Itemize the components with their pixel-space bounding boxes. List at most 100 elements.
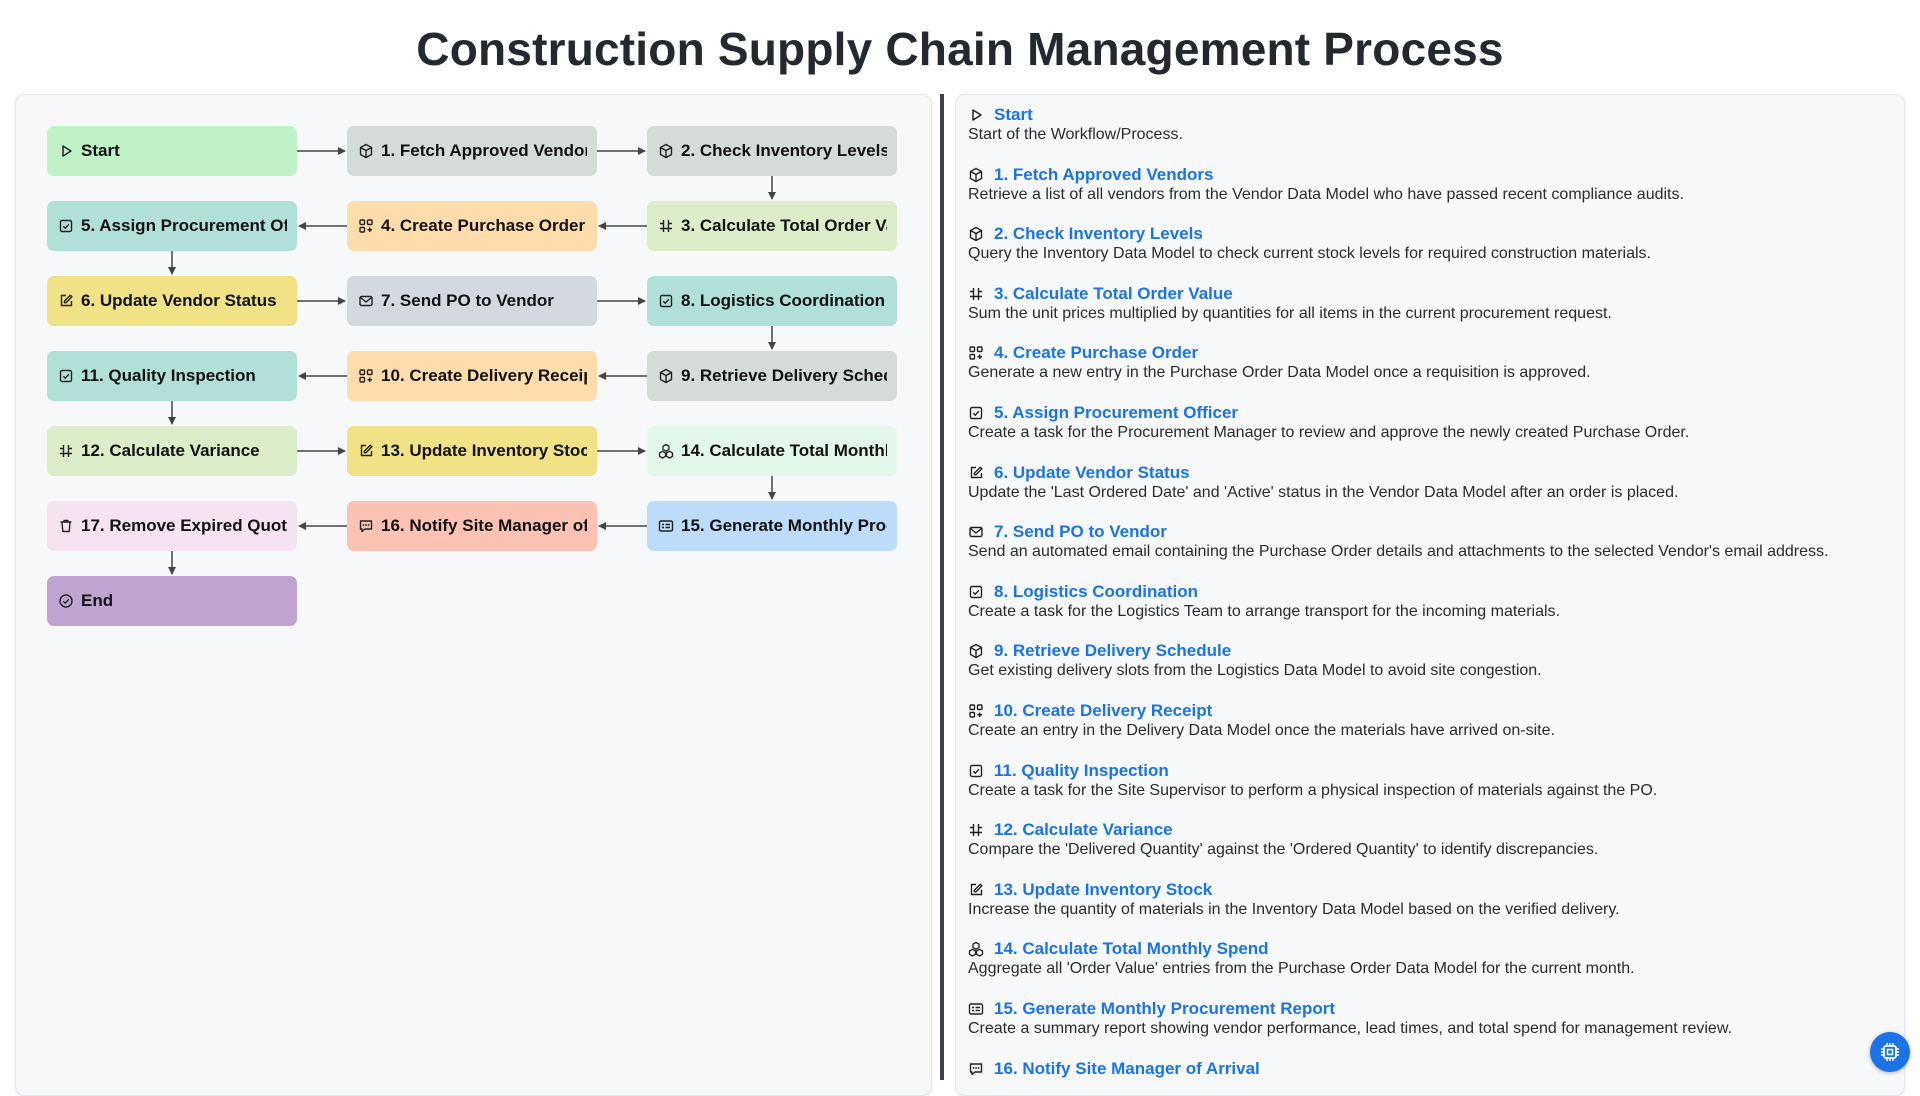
play-icon [58, 143, 74, 159]
play-icon [968, 107, 984, 123]
checkbox-icon [658, 293, 674, 309]
flow-node-n5[interactable]: 5. Assign Procurement Officer [47, 201, 297, 251]
description-title-link[interactable]: 2. Check Inventory Levels [994, 224, 1203, 244]
checkbox-icon [968, 405, 984, 421]
flow-node-n1[interactable]: 1. Fetch Approved Vendors [347, 126, 597, 176]
description-title-link[interactable]: 8. Logistics Coordination [994, 581, 1199, 601]
description-header: 13. Update Inventory Stock [968, 880, 1620, 900]
description-title-link[interactable]: 15. Generate Monthly Procurement Report [994, 999, 1336, 1018]
checkbox-icon [58, 218, 74, 234]
description-header: 4. Create Purchase Order [968, 343, 1591, 363]
description-header: 2. Check Inventory Levels [968, 224, 1651, 244]
flow-node-label: Start [81, 141, 120, 160]
flow-node-label: 5. Assign Procurement Officer [81, 216, 287, 235]
cubes-icon [968, 941, 984, 958]
flow-node-label: 2. Check Inventory Levels [681, 141, 887, 160]
page-title: Construction Supply Chain Management Pro… [416, 23, 1504, 75]
description-text: Get existing delivery slots from the Log… [968, 662, 1542, 680]
apps-add-icon [358, 218, 374, 234]
description-header: 15. Generate Monthly Procurement Report [968, 999, 1732, 1019]
flow-node-n15[interactable]: 15. Generate Monthly Procurement Report [647, 501, 897, 551]
flow-node-label: 3. Calculate Total Order Value [681, 216, 887, 235]
flow-node-end[interactable]: End [47, 576, 297, 626]
cube-icon [968, 226, 984, 242]
cube-icon [968, 167, 984, 183]
cube-icon [658, 143, 674, 159]
flow-node-n3[interactable]: 3. Calculate Total Order Value [647, 201, 897, 251]
grid-hash-icon [658, 218, 674, 234]
cube-icon [968, 643, 984, 659]
flow-node-label: 8. Logistics Coordination [681, 291, 886, 310]
flow-node-n2[interactable]: 2. Check Inventory Levels [647, 126, 897, 176]
description-title-link[interactable]: 11. Quality Inspection [994, 760, 1169, 780]
panel-divider[interactable] [940, 94, 944, 1080]
flow-node-n14[interactable]: 14. Calculate Total Monthly Spend [647, 426, 897, 476]
flow-node-n7[interactable]: 7. Send PO to Vendor [347, 276, 597, 326]
description-title-link[interactable]: 3. Calculate Total Order Value [994, 283, 1233, 303]
description-title-link[interactable]: 13. Update Inventory Stock [994, 879, 1213, 899]
description-title-link[interactable]: 10. Create Delivery Receipt [994, 701, 1213, 720]
description-title-link[interactable]: 1. Fetch Approved Vendors [994, 164, 1214, 184]
description-title-link[interactable]: 6. Update Vendor Status [994, 462, 1190, 482]
description-text: Send an automated email containing the P… [968, 543, 1829, 561]
flow-node-label: 12. Calculate Variance [81, 441, 260, 460]
flow-node-label: 1. Fetch Approved Vendors [381, 141, 587, 160]
report-icon [658, 518, 674, 534]
flow-node-n8[interactable]: 8. Logistics Coordination [647, 276, 897, 326]
description-title-link[interactable]: 4. Create Purchase Order [994, 343, 1199, 363]
flow-node-n13[interactable]: 13. Update Inventory Stock [347, 426, 597, 476]
description-header: 10. Create Delivery Receipt [968, 701, 1555, 721]
description-header: Start [968, 105, 1183, 125]
chat-icon [968, 1061, 984, 1077]
description-text: Increase the quantity of materials in th… [968, 900, 1620, 918]
description-title-link[interactable]: 7. Send PO to Vendor [994, 522, 1167, 542]
flow-node-n16[interactable]: 16. Notify Site Manager of Arrival [347, 501, 597, 551]
description-text: Create an entry in the Delivery Data Mod… [968, 722, 1555, 739]
description-text: Create a task for the Logistics Team to … [968, 602, 1560, 620]
grid-hash-icon [968, 822, 984, 838]
flow-node-n6[interactable]: 6. Update Vendor Status [47, 276, 297, 326]
apps-add-icon [968, 345, 984, 361]
flow-node-label: 11. Quality Inspection [81, 366, 256, 385]
flow-node-label: 17. Remove Expired Quotes [81, 516, 287, 535]
flow-node-n11[interactable]: 11. Quality Inspection [47, 351, 297, 401]
description-text: Create a task for the Procurement Manage… [968, 424, 1690, 441]
flow-node-n12[interactable]: 12. Calculate Variance [47, 426, 297, 476]
description-header: 1. Fetch Approved Vendors [968, 165, 1684, 185]
flow-node-n9[interactable]: 9. Retrieve Delivery Schedule [647, 351, 897, 401]
flow-node-n17[interactable]: 17. Remove Expired Quotes [47, 501, 297, 551]
description-header: 8. Logistics Coordination [968, 582, 1560, 602]
description-title-link[interactable]: 16. Notify Site Manager of Arrival [994, 1058, 1260, 1078]
flow-node-n10[interactable]: 10. Create Delivery Receipt [347, 351, 597, 401]
assistant-button[interactable] [1870, 1032, 1910, 1072]
description-header: 3. Calculate Total Order Value [968, 284, 1612, 304]
description-header: 12. Calculate Variance [968, 820, 1598, 840]
flow-node-start[interactable]: Start [47, 126, 297, 176]
flow-node-label: 15. Generate Monthly Procurement Report [681, 516, 887, 535]
mail-icon [968, 524, 984, 540]
description-header: 9. Retrieve Delivery Schedule [968, 641, 1542, 661]
checkbox-icon [58, 368, 74, 384]
description-title-link[interactable]: 9. Retrieve Delivery Schedule [994, 641, 1232, 661]
grid-hash-icon [968, 286, 984, 302]
flow-node-label: 4. Create Purchase Order [381, 216, 586, 235]
description-text: Compare the 'Delivered Quantity' against… [968, 841, 1599, 859]
cubes-icon [658, 443, 674, 459]
description-title-link[interactable]: 5. Assign Procurement Officer [994, 403, 1239, 422]
description-title-link[interactable]: 12. Calculate Variance [994, 820, 1173, 840]
description-title-link[interactable]: 14. Calculate Total Monthly Spend [994, 939, 1269, 959]
description-title-link[interactable]: Start [994, 105, 1033, 124]
flow-node-n4[interactable]: 4. Create Purchase Order [347, 201, 597, 251]
